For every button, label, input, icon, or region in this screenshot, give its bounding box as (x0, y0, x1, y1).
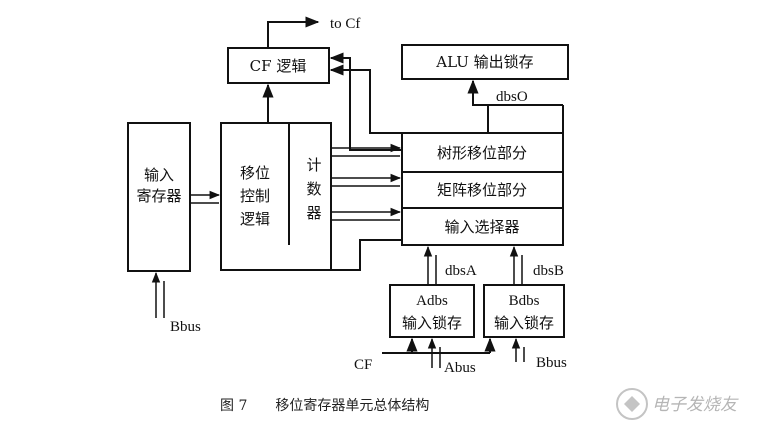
bdbs-sub-label: 输入锁存 (494, 314, 554, 332)
input-register-line1: 输入 (144, 166, 174, 184)
counter-line2: 数 (306, 180, 321, 198)
bdbs-latch-box (483, 284, 565, 338)
input-selector-label: 输入选择器 (444, 218, 519, 236)
cf-feedback-1 (329, 64, 402, 134)
dbsa-arrow (423, 245, 437, 285)
abus-label: Abus (444, 360, 476, 376)
cf-in-arrow (382, 337, 418, 354)
register-to-control-arrow (190, 190, 221, 204)
bbus-left-label: Bbus (170, 319, 201, 335)
counter-line1: 计 (306, 156, 321, 174)
abus-arrow (427, 337, 441, 368)
matrix-shift-label: 矩阵移位部分 (437, 181, 527, 199)
bbus-right-arrow (511, 337, 525, 362)
watermark: 电子发烧友 (616, 388, 739, 420)
dbsa-label: dbsA (445, 263, 477, 279)
adbs-latch-box (389, 284, 475, 338)
cf-feedback-2 (329, 52, 402, 151)
alu-latch-label: ALU 输出锁存 (435, 53, 533, 71)
dbso-label: dbsO (496, 89, 528, 105)
shift-stack-box (401, 132, 564, 246)
cf-logic-label: CF 逻辑 (250, 57, 307, 75)
alu-latch-box (401, 44, 569, 80)
shift-control-line3: 逻辑 (240, 210, 270, 228)
dbso-arrow (467, 79, 489, 133)
shift-control-line2: 控制 (240, 187, 270, 205)
adbs-label: Adbs (416, 293, 448, 309)
shift-control-box (220, 122, 332, 271)
dbsb-label: dbsB (533, 263, 564, 279)
to-cf-label: to Cf (330, 16, 360, 32)
bbus-right-label: Bbus (536, 355, 567, 371)
svg-text:电子发烧友: 电子发烧友 (652, 395, 739, 415)
figure-caption: 图 7 移位寄存器单元总体结构 (220, 397, 429, 414)
dbsb-arrow (509, 245, 523, 285)
adbs-sub-label: 输入锁存 (402, 314, 462, 332)
tree-shift-label: 树形移位部分 (437, 144, 527, 162)
shift-control-line1: 移位 (240, 164, 270, 182)
input-register-box (127, 122, 191, 272)
control-to-stack-arrows (331, 143, 402, 221)
bbus-left-arrow (151, 271, 165, 318)
counter-line3: 器 (306, 204, 321, 222)
watermark-logo-icon (616, 388, 648, 420)
cf-logic-box (227, 47, 330, 84)
bdbs-label: Bdbs (509, 293, 540, 309)
input-register-line2: 寄存器 (136, 187, 181, 205)
cf-label: CF (354, 357, 372, 373)
to-cf-arrow (267, 16, 320, 48)
